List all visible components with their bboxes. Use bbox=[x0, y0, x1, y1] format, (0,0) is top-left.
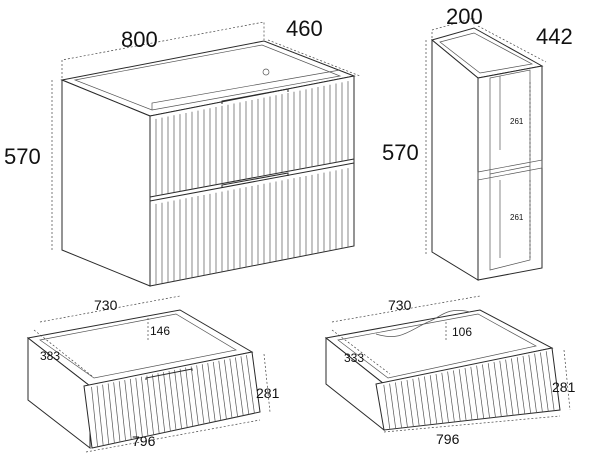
flute-line bbox=[540, 352, 549, 412]
drawer-right-depth-label: 333 bbox=[344, 351, 364, 365]
flute-line bbox=[516, 357, 526, 415]
flute-line bbox=[418, 377, 426, 426]
flute-line bbox=[458, 369, 467, 421]
shelf-lower-label: 261 bbox=[510, 213, 524, 222]
flute-line bbox=[522, 355, 532, 414]
drawer-right-front-width-label: 796 bbox=[436, 431, 460, 447]
cabinet-depth-label: 460 bbox=[286, 16, 323, 41]
flute-line bbox=[168, 370, 177, 431]
side-cabinet: 200 442 570 261 261 bbox=[382, 4, 573, 281]
drawer-left-width-label: 730 bbox=[94, 297, 118, 313]
flute-line bbox=[412, 378, 420, 427]
flute-line bbox=[107, 383, 115, 444]
flute-line bbox=[424, 376, 432, 425]
flute-line bbox=[146, 375, 154, 435]
side-depth-label: 442 bbox=[536, 24, 573, 49]
flute-line bbox=[453, 370, 461, 422]
flute-line bbox=[152, 374, 160, 434]
flute-line bbox=[163, 372, 171, 432]
drawer-flutes-lower bbox=[155, 168, 349, 285]
flute-line bbox=[406, 379, 414, 427]
flute-line bbox=[240, 356, 250, 415]
flute-line bbox=[174, 369, 182, 429]
flute-line bbox=[534, 353, 543, 413]
flute-line bbox=[464, 367, 473, 421]
drawer-right: 730 106 333 796 281 bbox=[324, 295, 576, 447]
drawer-right-flutes bbox=[383, 351, 555, 430]
flute-line bbox=[447, 371, 455, 423]
drawer-left-front-height-label: 281 bbox=[256, 385, 280, 401]
flute-line bbox=[389, 383, 397, 429]
flute-line bbox=[223, 359, 233, 419]
flute-line bbox=[135, 377, 143, 438]
flute-line bbox=[528, 354, 537, 413]
cabinet-width-label: 800 bbox=[121, 27, 158, 52]
flute-line bbox=[487, 363, 496, 418]
flute-line bbox=[102, 384, 110, 445]
flute-line bbox=[441, 372, 449, 423]
flute-line bbox=[190, 366, 199, 426]
flute-line bbox=[96, 385, 104, 446]
flute-line bbox=[499, 360, 508, 417]
drawer-right-front-height-label: 281 bbox=[552, 379, 576, 395]
flute-line bbox=[435, 373, 444, 424]
side-height-label: 570 bbox=[382, 140, 419, 165]
flute-line bbox=[476, 365, 485, 419]
flute-line bbox=[129, 378, 138, 439]
drawer-right-cutout-label: 106 bbox=[452, 325, 472, 339]
flute-line bbox=[157, 373, 166, 433]
flute-line bbox=[91, 386, 98, 447]
flute-line bbox=[400, 381, 408, 428]
main-cabinet: 800 460 570 bbox=[4, 16, 361, 287]
flute-line bbox=[118, 381, 126, 441]
flute-line bbox=[179, 368, 188, 428]
flute-line bbox=[493, 361, 502, 417]
drawer-flutes-upper bbox=[155, 81, 349, 196]
flute-line bbox=[511, 358, 520, 415]
flute-line bbox=[140, 376, 149, 437]
flute-line bbox=[185, 367, 194, 427]
flute-line bbox=[212, 361, 222, 421]
flute-line bbox=[229, 358, 238, 417]
flute-line bbox=[470, 366, 479, 420]
drawer-right-width-label: 730 bbox=[388, 297, 412, 313]
flute-line bbox=[113, 382, 121, 443]
drawer-left-depth-label: 383 bbox=[40, 349, 60, 363]
flute-line bbox=[429, 375, 438, 425]
flute-line bbox=[124, 380, 132, 440]
flute-line bbox=[482, 364, 490, 419]
flute-line bbox=[207, 363, 216, 422]
drawer-left-cutout-label: 146 bbox=[150, 324, 170, 338]
flute-line bbox=[218, 360, 227, 420]
shelf-upper-label: 261 bbox=[510, 117, 524, 126]
flute-line bbox=[545, 351, 555, 411]
cabinet-height-label: 570 bbox=[4, 144, 41, 169]
flute-line bbox=[235, 357, 244, 416]
flute-line bbox=[201, 364, 210, 423]
flute-line bbox=[383, 384, 391, 430]
drawer-left-front-width-label: 796 bbox=[132, 433, 156, 449]
flute-line bbox=[246, 355, 255, 414]
drawer-left-flutes bbox=[91, 355, 255, 447]
drawer-left: 730 146 383 796 281 bbox=[26, 295, 280, 453]
flute-line bbox=[395, 382, 402, 429]
flute-line bbox=[505, 359, 514, 416]
side-width-label: 200 bbox=[446, 4, 483, 29]
flute-line bbox=[196, 365, 205, 425]
